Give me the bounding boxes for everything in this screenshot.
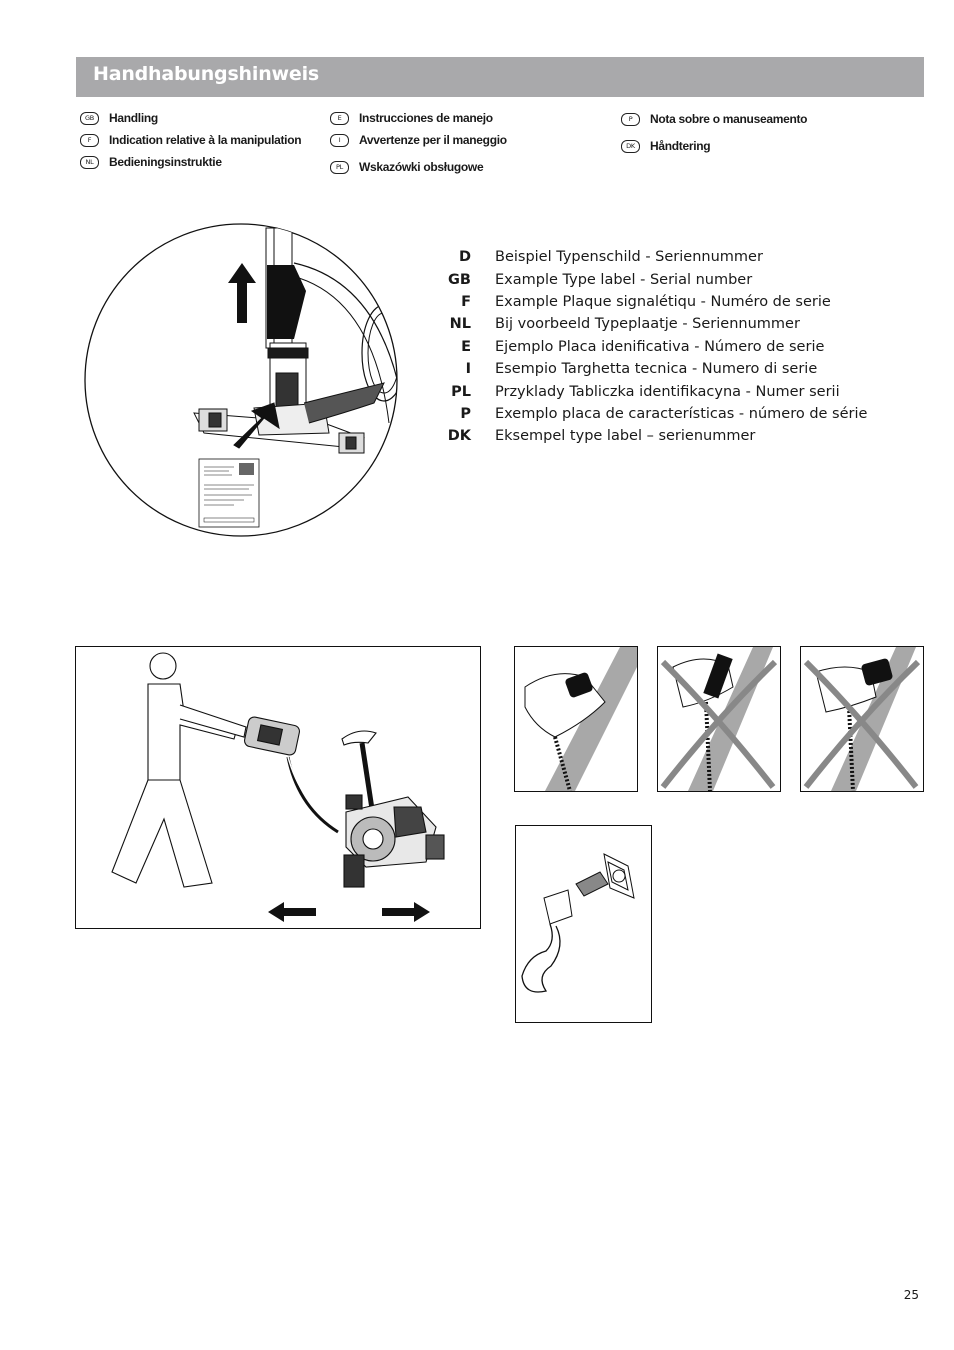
language-item: PL Wskazówki obsługowe [330,156,507,178]
language-code-badge: PL [330,160,349,174]
language-column-3: P Nota sobre o manuseamento DK Håndtering [621,108,808,157]
language-code: DK [447,428,471,445]
language-label: Wskazówki obsługowe [359,160,484,174]
page-number: 25 [903,1288,919,1302]
caption-row: F Example Plaque signalétiqu - Numéro de … [440,291,867,313]
grip-correct-drawing [524,647,637,791]
language-label: Handling [109,111,158,125]
caption-row: D Beispiel Typenschild - Seriennummer [440,246,867,268]
language-label: Avvertenze per il maneggio [359,133,507,147]
language-code: NL [449,316,471,333]
caption-text: Example Plaque signalétiqu - Numéro de s… [495,293,831,310]
language-code: P [460,405,471,422]
caption-text: Esempio Targhetta tecnica - Numero di se… [495,361,818,378]
caption-row: P Exemplo placa de características - núme… [440,403,867,425]
language-code: GB [448,271,471,288]
language-code-badge: NL [80,155,99,169]
grip-incorrect-drawing-1 [660,647,778,791]
language-item: GB Handling [80,107,301,129]
language-item: E Instrucciones de manejo [330,107,507,129]
language-code: F [461,293,471,310]
language-code: D [458,249,471,266]
caption-text: Bij voorbeeld Typeplaatje - Seriennummer [495,316,800,333]
caption-row: NL Bij voorbeeld Typeplaatje - Seriennumm… [440,313,867,335]
moving-bike-illustration [75,646,481,929]
caption-row: DK Eksempel type label – serienummer [440,425,867,447]
language-label: Bedieningsinstruktie [109,155,222,169]
caption-text: Eksempel type label – serienummer [495,428,756,445]
correct-grip-illustration [514,646,638,792]
caption-text: Exemplo placa de características - númer… [495,405,868,422]
caption-row: E Ejemplo Placa idenificativa - Número de… [440,336,867,358]
type-label-caption-list: D Beispiel Typenschild - Seriennummer GB E… [440,246,868,448]
grip-incorrect-drawing-2 [803,647,921,791]
language-label: Indication relative à la manipulation [109,133,302,147]
language-code-badge: GB [80,111,99,125]
language-item: P Nota sobre o manuseamento [621,108,808,130]
header-bar: Handhabungshinweis [76,57,924,97]
language-code: PL [451,383,471,400]
language-column-2: E Instrucciones de manejo I Avvertenze per… [330,107,507,178]
caption-text: Ejemplo Placa idenificativa - Número de … [495,338,825,355]
language-code-badge: E [330,111,349,125]
language-code-badge: P [621,112,640,126]
page-title: Handhabungshinweis [93,63,319,85]
caption-row: PL Przyklady Tabliczka identifikacyna - N… [440,380,867,402]
language-item: I Avvertenze per il maneggio [330,129,507,151]
caption-row: I Esempio Targhetta tecnica - Numero di s… [440,358,867,380]
caption-text: Przyklady Tabliczka identifikacyna - Num… [495,383,840,400]
language-item: F Indication relative à la manipulation [80,129,302,151]
incorrect-grip-illustration-2 [800,646,924,792]
person-pushing-bike-drawing [111,652,445,922]
language-item: NL Bedieningsinstruktie [80,151,301,173]
language-code-badge: DK [621,139,640,153]
power-plug-illustration [515,825,652,1023]
caption-text: Example Type label - Serial number [495,271,753,288]
language-label: Håndtering [650,139,711,153]
language-label: Nota sobre o manuseamento [650,112,808,126]
language-code: E [461,338,471,355]
incorrect-grip-illustration-1 [657,646,781,792]
language-label: Instrucciones de manejo [359,111,493,125]
language-column-1: GB Handling F Indication relative à la man… [80,107,302,173]
caption-text: Beispiel Typenschild - Seriennummer [495,249,763,266]
language-item: DK Håndtering [621,135,807,157]
type-label-detail-illustration [84,223,398,537]
language-code: I [465,361,471,378]
power-adapter-drawing [521,853,635,993]
language-code-badge: I [330,133,349,147]
language-code-badge: F [80,133,99,147]
caption-row: GB Example Type label - Serial number [440,268,867,290]
